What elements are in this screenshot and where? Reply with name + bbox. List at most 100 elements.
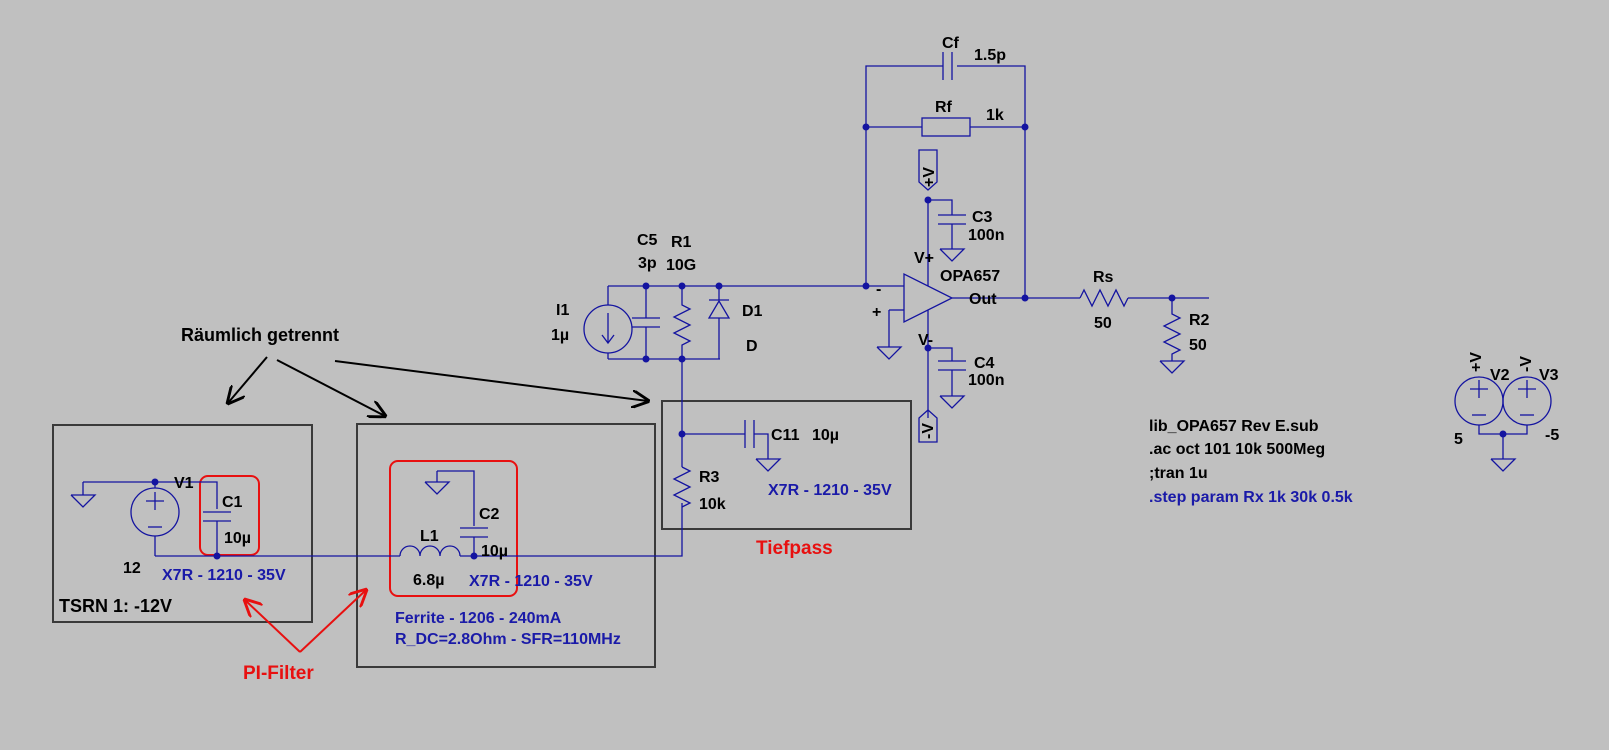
- ground-icon: [876, 346, 903, 360]
- directive-tran: ;tran 1u: [1149, 465, 1208, 482]
- rf-name: Rf: [935, 99, 953, 116]
- c3-capacitor[interactable]: [938, 214, 966, 262]
- arrow-to-pi-filter: [276, 359, 385, 416]
- opamp-inv-pin: -: [876, 281, 881, 298]
- c4-value: 100n: [968, 372, 1004, 389]
- opamp-out-pin: Out: [969, 291, 997, 308]
- lowpass-label: Tiefpass: [756, 538, 833, 559]
- l1-name: L1: [420, 528, 439, 545]
- directive-lib: lib_OPA657 Rev E.sub: [1149, 418, 1319, 435]
- pi-filter-box: [356, 423, 656, 668]
- ground-icon: [755, 458, 782, 472]
- v1-value: 12: [123, 560, 141, 577]
- c3-value: 100n: [968, 227, 1004, 244]
- v1-top-wire: [83, 481, 218, 509]
- lowpass-box: [661, 400, 912, 530]
- c5-capacitor[interactable]: [632, 286, 660, 359]
- i1-name: I1: [556, 302, 569, 319]
- v3-name: V3: [1539, 367, 1559, 384]
- opamp-vplus-pin: V+: [914, 250, 934, 267]
- r1-resistor[interactable]: [672, 286, 692, 359]
- v3-source[interactable]: [1502, 376, 1552, 426]
- vplus-flag-label: +V: [921, 167, 938, 187]
- v2-name: V2: [1490, 367, 1510, 384]
- v1-source[interactable]: [130, 482, 180, 556]
- c4-capacitor[interactable]: [938, 360, 966, 409]
- opa657-opamp[interactable]: [866, 200, 1025, 418]
- vminus-flag-label: -V: [920, 423, 937, 439]
- rs-value: 50: [1094, 315, 1112, 332]
- c1-capacitor[interactable]: [203, 511, 231, 556]
- l1-inductor[interactable]: [399, 545, 461, 557]
- c11-capacitor[interactable]: [682, 420, 782, 472]
- c4-name: C4: [974, 355, 995, 372]
- arrow-pi-to-c1: [245, 600, 301, 653]
- i1-current-source[interactable]: [583, 286, 633, 359]
- r1-name: R1: [671, 234, 692, 251]
- opamp-name: OPA657: [940, 268, 1000, 285]
- cf-value: 1.5p: [974, 47, 1006, 64]
- r3-resistor[interactable]: [672, 466, 692, 508]
- tsrn-box: [52, 424, 313, 623]
- c3-name: C3: [972, 209, 993, 226]
- v3-value: -5: [1545, 427, 1559, 444]
- arrow-to-lowpass: [334, 360, 648, 401]
- rs-resistor[interactable]: [1079, 288, 1129, 308]
- d1-name: D1: [742, 303, 763, 320]
- r2-name: R2: [1189, 312, 1210, 329]
- opamp-vminus-pin: V-: [918, 332, 933, 349]
- vminus-flag: [918, 409, 938, 443]
- ground-icon: [939, 248, 966, 262]
- i1-value: 1µ: [551, 327, 569, 344]
- directive-ac: .ac oct 101 10k 500Meg: [1149, 441, 1325, 458]
- d1-diode[interactable]: [707, 286, 731, 359]
- c4-wire: [928, 347, 953, 361]
- v3-flag-label: -V: [1518, 356, 1535, 372]
- c2-value: 10µ: [481, 543, 508, 560]
- c1-value: 10µ: [224, 530, 251, 547]
- r3-value: 10k: [699, 496, 726, 513]
- supply-rail-right: [460, 503, 683, 557]
- ferrite-line1: Ferrite - 1206 - 240mA: [395, 610, 562, 627]
- v2-value: 5: [1454, 431, 1463, 448]
- r1-value: 10G: [666, 257, 696, 274]
- c2-name: C2: [479, 506, 500, 523]
- vplus-flag: [918, 149, 938, 191]
- v2-source[interactable]: [1454, 376, 1504, 426]
- ground-icon: [1490, 458, 1517, 472]
- c2-top-wire: [437, 470, 475, 526]
- pi-filter-label: PI-Filter: [243, 663, 314, 684]
- l1-c2-highlight: [389, 460, 518, 597]
- c5-value: 3p: [638, 255, 657, 272]
- tsrn-label: TSRN 1: -12V: [59, 596, 172, 616]
- arrow-to-tsrn: [228, 356, 268, 403]
- c11-type: X7R - 1210 - 35V: [768, 482, 892, 499]
- ground-icon: [939, 395, 966, 409]
- c5-name: C5: [637, 232, 658, 249]
- l1-value: 6.8µ: [413, 572, 444, 589]
- c1-type: X7R - 1210 - 35V: [162, 567, 286, 584]
- spatially-separated-label: Räumlich getrennt: [181, 325, 339, 345]
- cf-name: Cf: [942, 35, 960, 52]
- d1-value: D: [746, 338, 758, 355]
- r3-name: R3: [699, 469, 720, 486]
- arrow-pi-to-l1: [299, 590, 366, 653]
- c1-highlight: [199, 475, 260, 556]
- c3-wire: [928, 199, 953, 215]
- c2-capacitor[interactable]: [460, 527, 488, 556]
- r2-resistor[interactable]: [1159, 298, 1186, 374]
- opamp-noninv-pin: +: [872, 304, 881, 321]
- cf-capacitor[interactable]: [942, 52, 953, 80]
- ferrite-line2: R_DC=2.8Ohm - SFR=110MHz: [395, 631, 621, 648]
- r2-value: 50: [1189, 337, 1207, 354]
- rf-value: 1k: [986, 107, 1004, 124]
- c11-value: 10µ: [812, 427, 839, 444]
- c11-name: C11: [771, 427, 800, 444]
- directive-step: .step param Rx 1k 30k 0.5k: [1149, 489, 1353, 506]
- v2-flag-label: +V: [1468, 352, 1485, 372]
- rf-resistor[interactable]: [921, 117, 971, 137]
- ground-icon: [424, 481, 451, 495]
- c2-type: X7R - 1210 - 35V: [469, 573, 593, 590]
- v1-name: V1: [174, 475, 194, 492]
